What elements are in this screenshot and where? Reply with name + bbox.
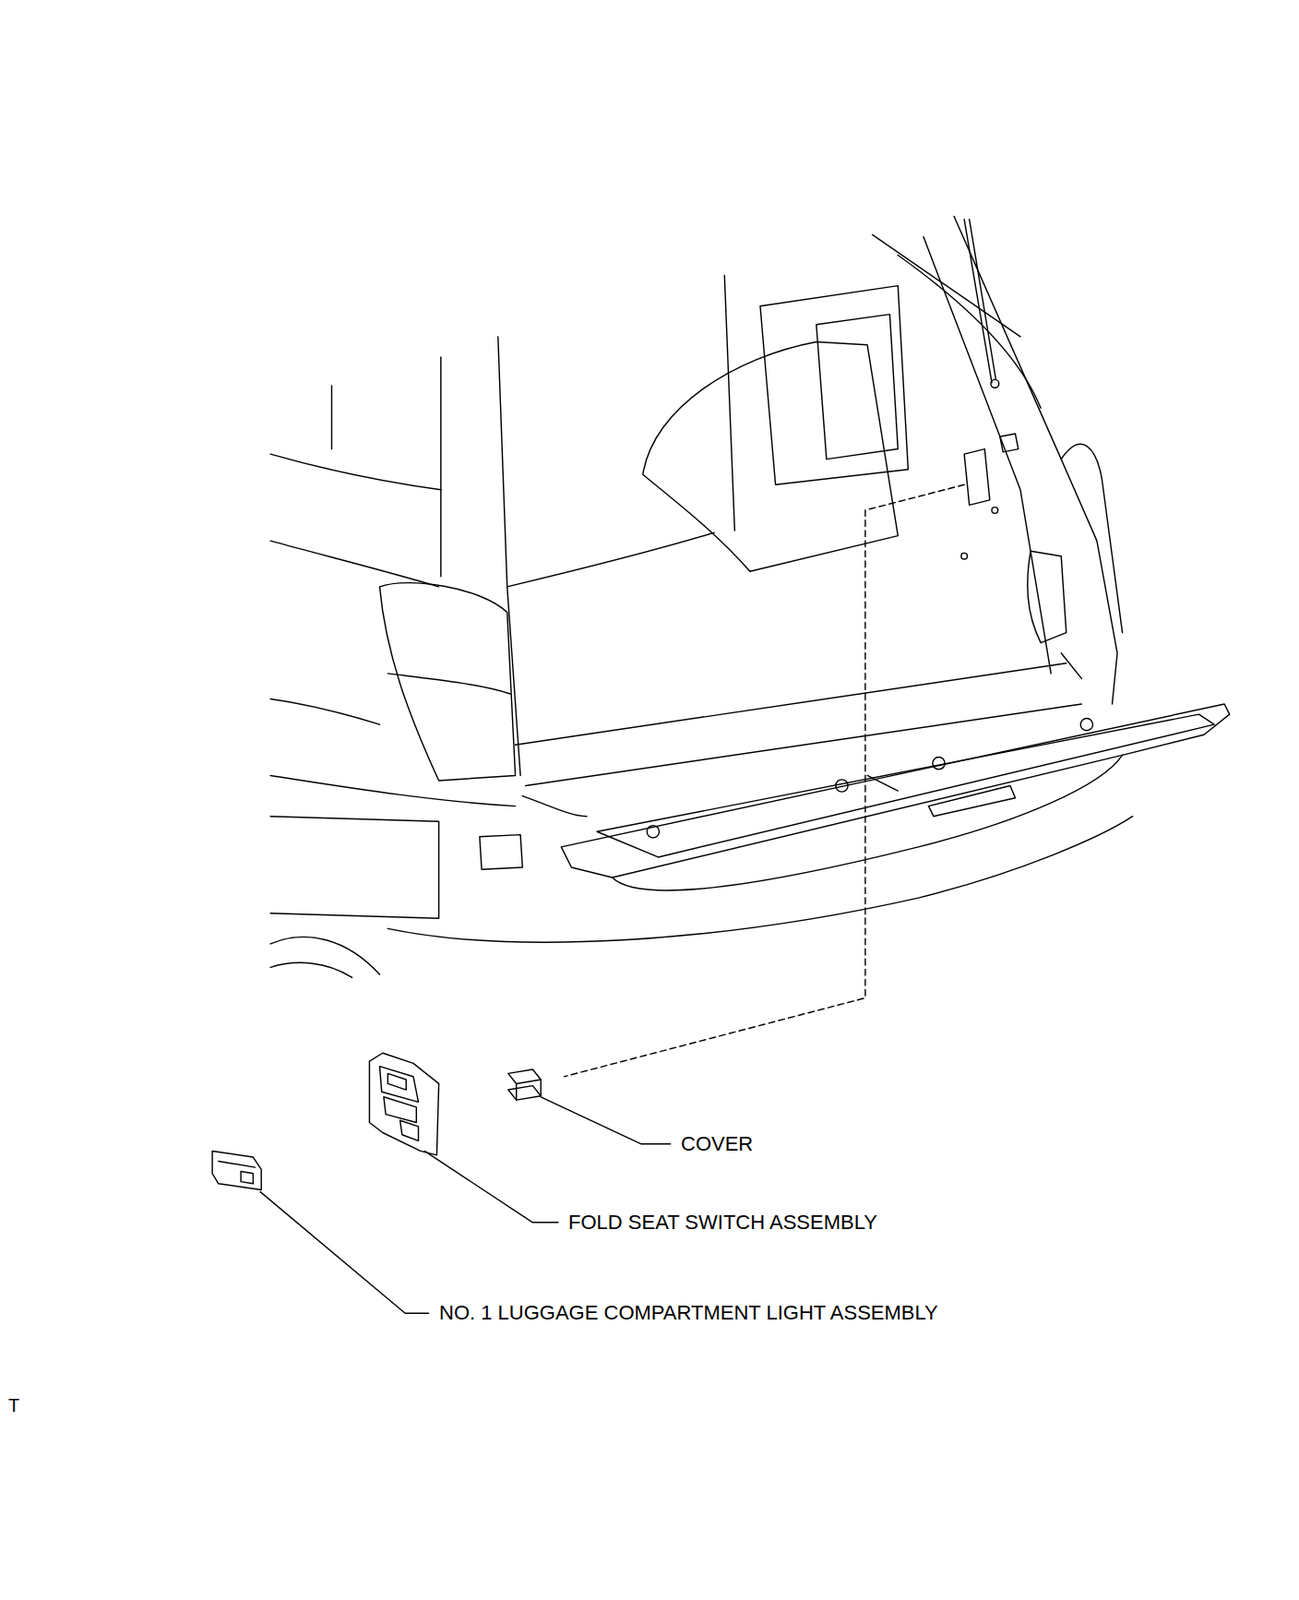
corner-mark: T (8, 1394, 20, 1416)
part-cover-stroke (508, 1085, 541, 1100)
vehicle-body-stroke (969, 219, 997, 381)
vehicle-body-stroke (270, 816, 439, 919)
part-cover-stroke (540, 1079, 542, 1097)
vehicle-body-stroke (379, 583, 515, 781)
tailgate-stroke (835, 779, 848, 792)
vehicle-body-stroke (515, 663, 1067, 745)
vehicle-body-stroke (387, 816, 1133, 942)
vehicle-body-stroke (953, 215, 1118, 704)
vehicle-body-stroke (522, 796, 587, 817)
vehicle-body-stroke (270, 453, 441, 490)
vehicle-body-stroke (1060, 443, 1122, 632)
part-luggage-light (212, 1150, 262, 1190)
vehicle-body-stroke (1027, 550, 1067, 644)
vehicle-body-stroke (990, 379, 1000, 388)
tailgate-stroke (560, 703, 1229, 878)
part-cover-stroke (515, 1083, 517, 1100)
vehicle-body-stroke (724, 275, 735, 531)
leader-line-stroke (564, 484, 965, 1076)
vehicle-body-stroke (1000, 433, 1019, 453)
part-cover (508, 1069, 541, 1100)
vehicle-body-stroke (270, 774, 515, 806)
tailgate-stroke (596, 714, 1215, 858)
part-luggage-light-stroke (212, 1150, 262, 1190)
vehicle-body-stroke (440, 357, 441, 577)
vehicle-body-stroke (270, 962, 352, 978)
vehicle-body-stroke (270, 699, 380, 726)
vehicle-body-stroke (643, 341, 898, 572)
part-cover-stroke (508, 1069, 541, 1084)
vehicle-body-stroke (507, 532, 715, 587)
part-luggage-light-stroke (240, 1171, 253, 1184)
vehicle-body-stroke (961, 552, 968, 560)
vehicle-body-stroke (331, 385, 333, 450)
tailgate-stroke (646, 825, 659, 838)
vehicle-body-stroke (816, 314, 898, 460)
vehicle-body-stroke (991, 507, 999, 514)
vehicle-body-stroke (387, 673, 511, 694)
part-fold-seat-switch-stroke (369, 1052, 439, 1156)
leader-line (260, 484, 965, 1313)
part-fold-seat-switch-stroke (379, 1066, 418, 1103)
vehicle-body-stroke (923, 237, 1051, 674)
part-luggage-light-stroke (218, 1160, 256, 1168)
vehicle-body-stroke (479, 834, 523, 870)
vehicle-body-stroke (964, 449, 990, 506)
vehicle-body-stroke (872, 234, 1021, 337)
part-label: FOLD SEAT SWITCH ASSEMBLY (568, 1211, 878, 1234)
tailgate-stroke (867, 774, 898, 791)
tailgate-stroke (612, 754, 1123, 891)
vehicle-body-stroke (498, 336, 521, 776)
vehicle-body-stroke (964, 219, 992, 383)
vehicle-body-stroke (1060, 653, 1082, 680)
part-fold-seat-switch (369, 1052, 439, 1156)
tailgate-stroke (1080, 718, 1093, 731)
vehicle-body-stroke (525, 703, 1083, 786)
vehicle-body-stroke (760, 286, 908, 486)
tailgate-stroke (932, 757, 945, 770)
part-fold-seat-switch-stroke (387, 1072, 406, 1090)
tailgate (560, 703, 1229, 891)
part-fold-seat-switch-stroke (383, 1096, 417, 1123)
leader-line-stroke (424, 1150, 559, 1222)
vehicle-body-stroke (897, 254, 1041, 408)
tailgate-stroke (928, 786, 1015, 817)
vehicle-body (270, 215, 1133, 978)
vehicle-body-stroke (270, 540, 439, 587)
part-label: NO. 1 LUGGAGE COMPARTMENT LIGHT ASSEMBLY (439, 1301, 939, 1324)
vehicle-body-stroke (270, 936, 380, 975)
leader-line-stroke (260, 1191, 429, 1314)
part-label: COVER (680, 1132, 753, 1156)
leader-line-stroke (540, 1096, 670, 1145)
part-fold-seat-switch-stroke (400, 1120, 419, 1141)
